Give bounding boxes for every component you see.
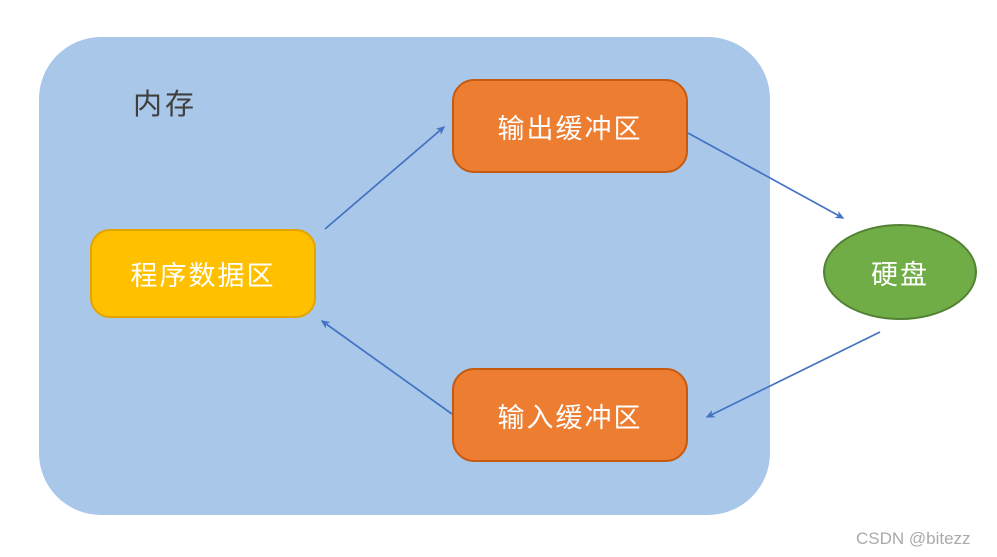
- watermark: CSDN @bitezz: [856, 529, 971, 548]
- node-hard-disk-label: 硬盘: [871, 259, 929, 290]
- node-program-data-label: 程序数据区: [130, 261, 276, 291]
- node-output-buffer: 输出缓冲区: [452, 79, 688, 173]
- node-hard-disk: 硬盘: [823, 224, 977, 320]
- memory-label: 内存: [133, 89, 198, 121]
- node-input-buffer-label: 输入缓冲区: [497, 402, 643, 433]
- node-output-buffer-label: 输出缓冲区: [497, 113, 643, 144]
- node-input-buffer: 输入缓冲区: [452, 368, 688, 462]
- node-program-data: 程序数据区: [90, 229, 316, 318]
